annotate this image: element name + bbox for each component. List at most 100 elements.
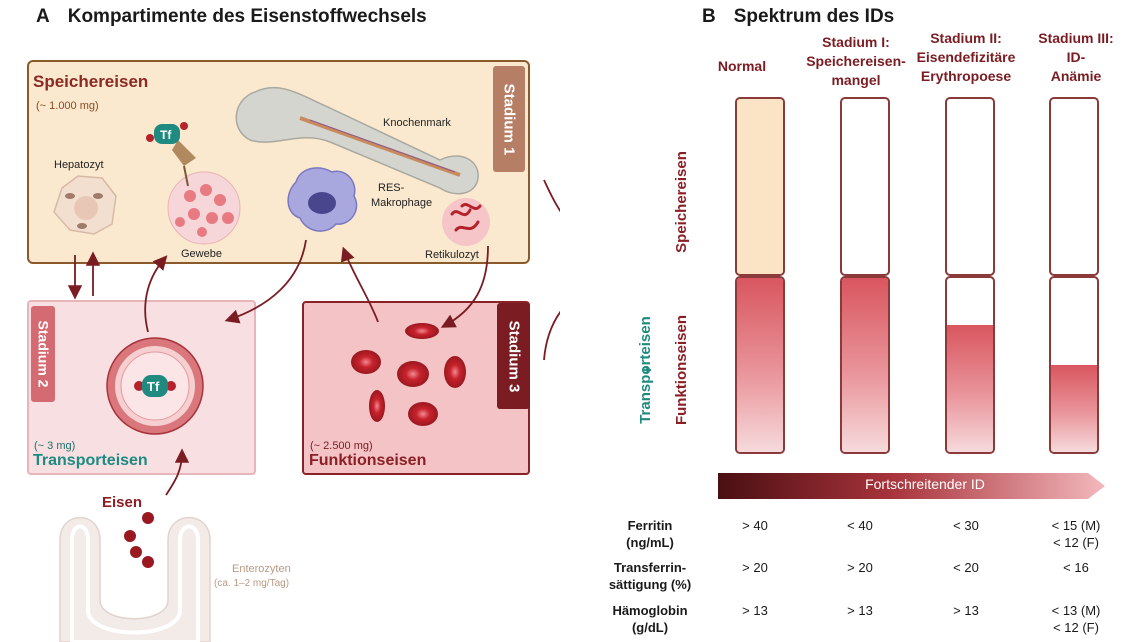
tissue-icon: [167, 171, 241, 245]
panel-a-illustrations: Knochenmark Hepatozyt Tf Gewebe RES- Mak…: [53, 86, 560, 642]
column-heading-stage-1: Stadium I: Speichereisen- mangel: [796, 33, 916, 90]
column-heading-line: Stadium II:: [930, 30, 1002, 46]
hb-stage-1: > 13: [847, 603, 873, 618]
storage-tube-1: [840, 97, 890, 276]
column-heading-line: Stadium I:: [822, 34, 890, 50]
transferrin-top-icon: Tf: [154, 124, 180, 144]
progress-arrow: [718, 473, 1105, 499]
arrow-absorption: [165, 448, 190, 496]
functional-fill: [842, 278, 888, 452]
row-label-plus: +: [639, 365, 656, 375]
functional-compartment: [302, 301, 530, 475]
functional-fill: [737, 278, 783, 452]
hepatocyte-icon: [53, 175, 117, 235]
transferrin-icon: Tf: [134, 375, 176, 397]
reticulocyte-icon: [442, 198, 490, 246]
hepatocyte-label: Hepatozyt: [54, 159, 104, 171]
macrophage-label-line1: RES-: [378, 182, 405, 194]
storage-tube-2: [945, 97, 995, 276]
column-heading-line: Eisendefizitäre: [916, 49, 1016, 65]
functional-amount: (~ 2.500 mg): [310, 440, 373, 452]
row-transferrin-label: Transferrin- sättigung (%): [600, 559, 700, 593]
hb-stage-3: < 13 (M) < 12 (F): [1036, 602, 1116, 636]
column-heading-line: Speichereisen-: [806, 53, 906, 69]
storage-tube-0: [735, 97, 785, 276]
tsat-normal: > 20: [742, 560, 768, 575]
tsat-stage-3: < 16: [1063, 560, 1089, 575]
row-hemoglobin-label: Hämoglobin (g/dL): [600, 602, 700, 636]
row-label-line: (g/dL): [631, 620, 669, 635]
hb-stage-2: > 13: [953, 603, 979, 618]
value-line: < 13 (M): [1051, 603, 1101, 618]
transport-title: Transporteisen: [33, 452, 148, 469]
bone-marrow-label: Knochenmark: [383, 117, 451, 129]
iron-label: Eisen: [102, 494, 143, 511]
storage-title: Speichereisen: [33, 72, 149, 91]
stage-3-tab: Stadium 3: [497, 303, 530, 409]
row-label-line: Hämoglobin: [612, 603, 688, 618]
column-heading-stage-2: Stadium II: Eisendefizitäre Erythropoese: [904, 29, 1028, 86]
column-heading-normal: Normal: [700, 57, 784, 76]
row-label-line: Ferritin: [627, 518, 673, 533]
column-heading-stage-3: Stadium III: ID- Anämie: [1026, 29, 1126, 86]
panel-a-letter: A: [36, 6, 50, 27]
value-line: < 15 (M): [1051, 518, 1101, 533]
functional-tube-3: [1049, 276, 1099, 454]
column-heading-line: ID-: [1066, 49, 1086, 65]
row-label-functional: Funktionseisen: [673, 314, 690, 426]
arrow-functional-to-spectrum: [543, 310, 560, 361]
tissue-label: Gewebe: [181, 248, 222, 260]
iron-particles-icon: [124, 512, 154, 568]
storage-fill: [737, 99, 783, 274]
arrow-macrophage-to-transport: [224, 239, 307, 324]
row-label-line: sättigung (%): [608, 577, 692, 592]
macrophage-icon: [287, 167, 358, 232]
functional-tube-1: [840, 276, 890, 454]
ferritin-stage-3: < 15 (M) < 12 (F): [1036, 517, 1116, 551]
ferritin-stage-2: < 30: [953, 518, 979, 533]
arrow-storage-to-spectrum: [543, 179, 560, 213]
column-heading-line: Stadium III:: [1038, 30, 1114, 46]
arrow-reticulocyte-to-rbc: [440, 245, 489, 328]
tsat-stage-2: < 20: [953, 560, 979, 575]
enterocytes-label: Enterozyten: [232, 563, 291, 575]
column-heading-line: Normal: [717, 58, 767, 74]
functional-fill: [1051, 365, 1097, 452]
stage-2-tab: Stadium 2: [31, 306, 55, 402]
functional-tube-0: [735, 276, 785, 454]
transferrin-top-label: Tf: [160, 128, 172, 142]
transport-amount: (~ 3 mg): [34, 440, 76, 452]
arrow-transport-to-tissue: [144, 255, 168, 333]
hb-normal: > 13: [742, 603, 768, 618]
panel-b-title: Spektrum des IDs: [733, 6, 895, 27]
panel-b-letter: B: [702, 6, 716, 27]
macrophage-label-line2: Makrophage: [371, 197, 432, 209]
row-label-line: Transferrin-: [613, 560, 687, 575]
value-line: < 12 (F): [1053, 535, 1099, 550]
tsat-stage-1: > 20: [847, 560, 873, 575]
panel-a-title: Kompartimente des Eisenstoffwechsels: [67, 6, 427, 27]
column-heading-line: mangel: [831, 72, 881, 88]
functional-tube-2: [945, 276, 995, 454]
progress-label: Fortschreitender ID: [865, 476, 985, 492]
row-label-storage: Speichereisen: [673, 151, 690, 253]
panel-a-heading: A Kompartimente des Eisenstoffwechsels: [36, 6, 427, 28]
column-heading-line: Anämie: [1050, 68, 1102, 84]
ferritin-normal: > 40: [742, 518, 768, 533]
storage-tube-3: [1049, 97, 1099, 276]
red-blood-cells-icon: [351, 323, 466, 426]
enterocytes-icon: [59, 516, 211, 642]
ferritin-stage-1: < 40: [847, 518, 873, 533]
transferrin-label: Tf: [147, 379, 160, 394]
bone-marrow-icon: [235, 86, 479, 195]
functional-title: Funktionseisen: [309, 452, 427, 469]
row-label-line: (ng/mL): [626, 535, 674, 550]
reticulocyte-label: Retikulozyt: [425, 249, 479, 261]
functional-fill: [947, 324, 993, 452]
flow-arrows: [67, 179, 560, 496]
column-heading-line: Erythropoese: [920, 68, 1012, 84]
stage-1-tab: Stadium 1: [493, 66, 525, 172]
storage-amount: (~ 1.000 mg): [36, 100, 99, 112]
enterocytes-amount: (ca. 1–2 mg/Tag): [214, 578, 290, 589]
ferritin-icon: [146, 122, 196, 187]
